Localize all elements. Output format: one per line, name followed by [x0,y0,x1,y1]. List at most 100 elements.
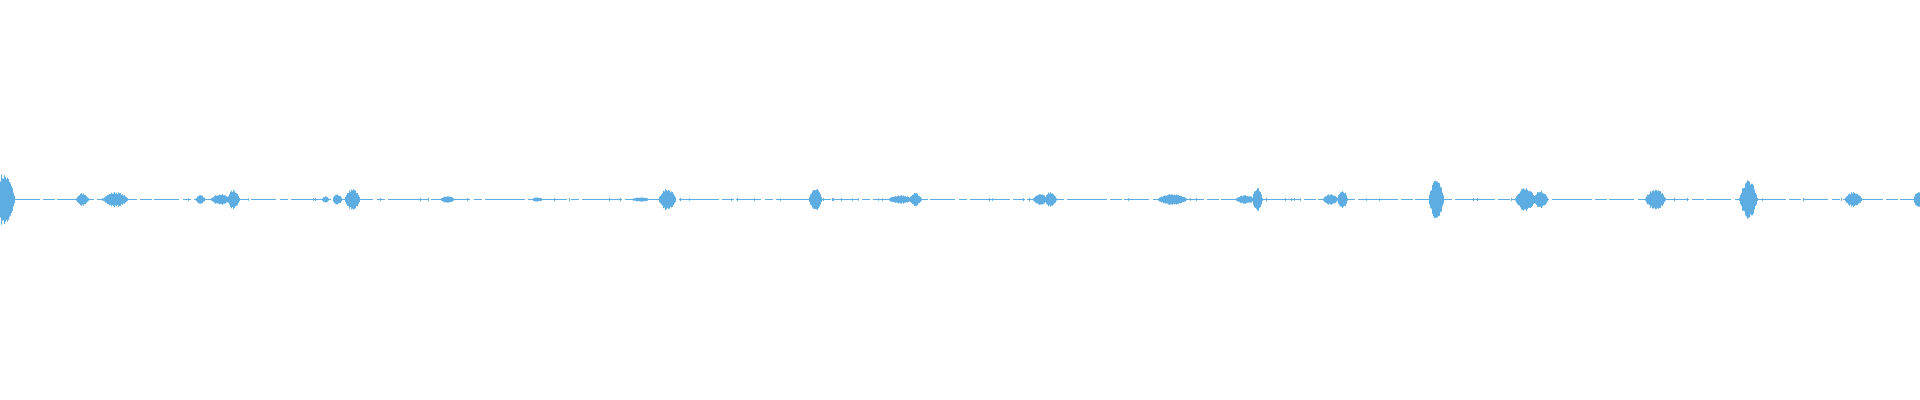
waveform-sample [110,194,111,205]
waveform-sample [354,190,355,209]
waveform-sample [1300,198,1301,201]
waveform-sample [325,196,326,203]
waveform-sample [1658,190,1659,209]
waveform-sample [0,181,1,218]
waveform-sample [918,195,919,204]
waveform-sample [219,194,220,205]
waveform-sample [1753,185,1754,214]
waveform-sample [1852,193,1853,206]
waveform-sample [1045,196,1046,203]
waveform-sample [1037,195,1038,204]
waveform-sample [1535,195,1536,204]
waveform-sample [356,193,357,206]
waveform-sample [1850,194,1851,205]
waveform-sample [420,197,421,202]
waveform-sample [893,196,894,203]
waveform-sample [1165,195,1166,204]
waveform-sample [1257,188,1258,211]
waveform-sample [1856,193,1857,206]
waveform-sample [539,198,540,201]
waveform-sample [1343,192,1344,207]
waveform-sample [852,198,853,201]
waveform-sample [82,194,83,205]
waveform-sample [1172,194,1173,205]
waveform-sample [913,194,914,205]
waveform-sample [1177,195,1178,205]
waveform-sample [315,198,316,201]
waveform-sample [204,197,205,202]
waveform-sample [345,197,346,202]
waveform-sample [349,190,350,209]
waveform-sample [214,196,215,203]
waveform-sample [1537,192,1538,207]
waveform-sample [1752,183,1753,216]
waveform-sample [114,192,115,207]
waveform-sample [1173,195,1174,204]
waveform-sample [125,196,126,203]
waveform-sample [1651,192,1652,207]
waveform-sample [1047,194,1048,205]
waveform-sample [447,196,448,203]
waveform-sample [1179,196,1180,203]
waveform-sample [1344,193,1345,206]
waveform-sample [1851,192,1852,207]
waveform-sample [335,195,336,204]
waveform-sample [1645,198,1646,201]
waveform-sample [1249,196,1250,203]
waveform-sample [1324,197,1325,202]
waveform-sample [1244,195,1245,204]
waveform-sample [917,193,918,206]
waveform-sample [1739,198,1740,201]
waveform-sample [1332,195,1333,204]
waveform-sample [232,192,233,207]
waveform-sample [1524,189,1525,210]
waveform-sample [1329,195,1330,204]
waveform-sample [1855,193,1856,206]
waveform-sample [669,190,670,209]
waveform-sample [428,197,429,202]
waveform-sample [353,189,354,210]
waveform-sample [810,194,811,205]
waveform-sample [336,194,337,205]
waveform-sample [1346,195,1347,204]
waveform-sample [1439,183,1440,216]
waveform-sample [992,198,993,201]
waveform-sample [1048,192,1049,207]
waveform-sample [448,196,449,203]
waveform-sample [1540,192,1541,207]
waveform-sample [198,195,199,204]
waveform-sample [1747,180,1748,219]
waveform-sample [1741,193,1742,206]
waveform-sample [6,179,7,220]
waveform-sample [1916,193,1917,206]
waveform-sample [1520,191,1521,208]
waveform-sample [236,193,237,206]
waveform-sample [1663,194,1664,204]
waveform-sample [76,198,77,201]
waveform-sample [106,196,107,203]
waveform-sample [1527,189,1528,210]
waveform-sample [1285,198,1286,201]
waveform-sample [1534,196,1535,204]
waveform-sample [609,197,610,202]
waveform-sample [119,193,120,206]
waveform-sample [645,197,646,202]
waveform-sample [78,196,79,203]
waveform-sample [1342,191,1343,208]
waveform-sample [1333,195,1334,204]
waveform-sample [109,193,110,206]
waveform-sample [1847,196,1848,204]
waveform-sample [1859,195,1860,204]
waveform-sample [121,195,122,205]
waveform-sample [87,197,88,202]
waveform-sample [1166,195,1167,204]
waveform-sample [537,197,538,202]
waveform-sample [1170,194,1171,205]
waveform-sample [841,198,842,202]
waveform-sample [1748,181,1749,218]
waveform-sample [1687,197,1688,201]
waveform-sample [1443,195,1444,204]
waveform-sample [635,198,636,201]
waveform-sample [339,196,340,203]
